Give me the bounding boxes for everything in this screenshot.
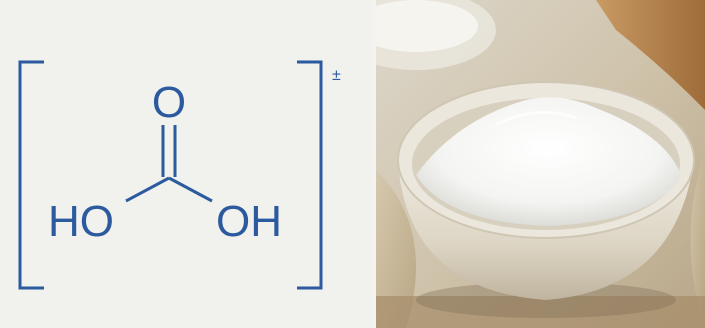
atom-right-hydroxyl: OH — [216, 197, 282, 246]
charge-mark: ± — [332, 67, 341, 84]
structure-panel: O HO OH ± — [18, 60, 341, 290]
cloth-bottom — [376, 296, 705, 328]
powder-highlight — [495, 110, 577, 127]
wooden-spoon — [596, 0, 705, 110]
left-bracket — [18, 60, 44, 290]
single-bond-right — [168, 176, 213, 203]
cloth-right — [690, 150, 705, 328]
single-bond-left — [125, 176, 170, 203]
right-bracket — [297, 60, 323, 290]
atom-left-hydroxyl: HO — [48, 197, 114, 246]
structural-formula: O HO OH ± — [18, 60, 341, 290]
cloth-left — [376, 170, 416, 328]
powder-bowl-illustration — [376, 0, 705, 328]
background-bowl-powder — [376, 0, 478, 52]
atom-top-oxygen: O — [152, 78, 186, 127]
white-powder — [416, 97, 681, 226]
bowl-of-white-powder-photo — [376, 0, 705, 328]
